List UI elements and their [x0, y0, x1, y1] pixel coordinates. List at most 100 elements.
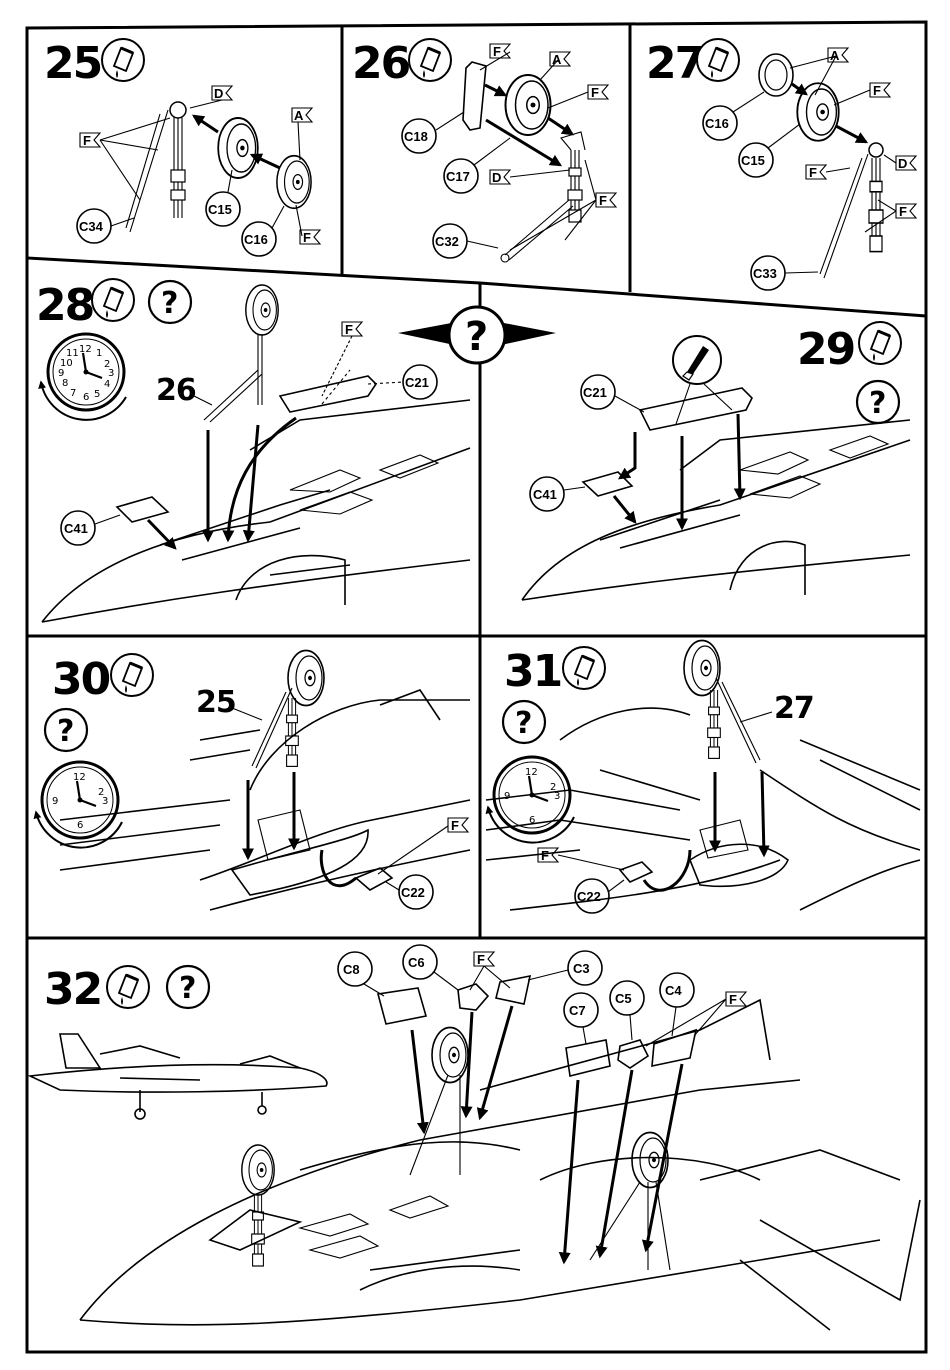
- step-number: 32: [44, 964, 101, 1015]
- svg-text:C21: C21: [583, 385, 607, 400]
- svg-text:F: F: [303, 230, 311, 245]
- flag-a: A: [828, 48, 848, 63]
- svg-text:?: ?: [179, 971, 196, 1006]
- step-25: 25 D A F F C34 C15 C16: [44, 38, 320, 256]
- question-icon: ?: [149, 281, 191, 323]
- tire-c16: [759, 54, 793, 96]
- svg-text:C3: C3: [573, 961, 590, 976]
- svg-text:F: F: [591, 85, 599, 100]
- part-label-c32: C32: [433, 224, 498, 258]
- flag-f: F: [870, 83, 890, 98]
- svg-text:3: 3: [102, 796, 108, 807]
- svg-text:A: A: [830, 48, 840, 63]
- svg-text:C33: C33: [753, 266, 777, 281]
- svg-text:F: F: [493, 44, 501, 59]
- svg-text:12: 12: [73, 772, 86, 783]
- door-c22: [356, 868, 392, 890]
- flag-f: F: [726, 992, 746, 1007]
- svg-text:C16: C16: [244, 232, 268, 247]
- panel-frames: [27, 22, 926, 1352]
- flag-f: F: [596, 193, 616, 208]
- gear-strut: [820, 143, 883, 278]
- flag-f: F: [448, 818, 468, 833]
- door-c4: [652, 1030, 696, 1066]
- svg-text:9: 9: [58, 368, 64, 379]
- question-icon: ?: [45, 709, 87, 751]
- door-c21: [640, 388, 752, 430]
- svg-text:C4: C4: [665, 983, 682, 998]
- part-label-c21: C21: [581, 375, 644, 412]
- svg-text:F: F: [83, 133, 91, 148]
- svg-text:F: F: [899, 204, 907, 219]
- gear-assembly-nose: [242, 1145, 274, 1266]
- svg-text:?: ?: [515, 706, 532, 741]
- svg-text:F: F: [451, 818, 459, 833]
- svg-text:5: 5: [94, 389, 100, 400]
- paint-bottle-icon: [92, 279, 134, 321]
- svg-text:12: 12: [79, 344, 92, 355]
- svg-text:C15: C15: [208, 202, 232, 217]
- svg-text:C22: C22: [577, 889, 601, 904]
- svg-text:C17: C17: [446, 169, 470, 184]
- step-number: 28: [36, 280, 93, 331]
- subassembly-gear: [252, 651, 324, 769]
- part-label-c21: C21: [403, 365, 437, 399]
- door-c8: [378, 988, 426, 1024]
- svg-text:C32: C32: [435, 234, 459, 249]
- knife-icon: [673, 336, 721, 384]
- svg-text:C8: C8: [343, 962, 360, 977]
- flag-f: F: [896, 204, 916, 219]
- flag-f: F: [474, 952, 494, 967]
- svg-text:F: F: [873, 83, 881, 98]
- paint-bottle-icon: [563, 647, 605, 689]
- svg-text:?: ?: [869, 386, 886, 421]
- subassembly-gear: [684, 641, 760, 764]
- step-30: 30 ? 12 2 3 6 9 25 F C22: [36, 651, 470, 911]
- gear-assembly-main-left: [410, 1028, 468, 1176]
- svg-text:?: ?: [57, 714, 74, 749]
- door-c41: [117, 497, 168, 522]
- part-label-c33: C33: [751, 256, 818, 290]
- svg-text:F: F: [729, 992, 737, 1007]
- flag-f: F: [538, 848, 558, 863]
- svg-text:F: F: [599, 193, 607, 208]
- svg-text:4: 4: [104, 379, 110, 390]
- flag-f: F: [300, 230, 320, 245]
- divider-question: ?: [398, 307, 556, 363]
- svg-text:F: F: [477, 952, 485, 967]
- svg-text:A: A: [294, 108, 304, 123]
- svg-text:C41: C41: [64, 521, 88, 536]
- clock-icon: 12 2 3 6 9: [488, 757, 574, 843]
- flag-d: D: [490, 170, 510, 185]
- svg-text:C5: C5: [615, 991, 632, 1006]
- flag-f: F: [588, 85, 608, 100]
- aircraft-side-view: [30, 1034, 327, 1119]
- paint-bottle-icon: [859, 322, 901, 364]
- svg-text:C34: C34: [79, 219, 104, 234]
- svg-text:12: 12: [525, 767, 538, 778]
- part-label-c22: C22: [575, 879, 624, 913]
- wheel-a: [506, 75, 551, 135]
- door-c22: [620, 862, 652, 882]
- step-number: 29: [797, 324, 854, 375]
- step-31: 31 ? 12 2 3 6 9 27 F C22: [486, 641, 920, 914]
- part-label-c34: C34: [77, 209, 134, 243]
- part-label-c4: C4: [660, 973, 694, 1036]
- paint-bottle-icon: [107, 966, 149, 1008]
- svg-text:7: 7: [70, 388, 76, 399]
- svg-text:D: D: [492, 170, 501, 185]
- part-label-c41: C41: [61, 511, 120, 545]
- clock-icon: 12 2 3 6 9: [36, 762, 122, 848]
- part-label-c16: C16: [703, 92, 764, 140]
- subassembly-ref: 25: [196, 685, 236, 720]
- paint-bottle-icon: [102, 39, 144, 81]
- part-label-c16: C16: [242, 206, 284, 256]
- svg-text:10: 10: [60, 358, 73, 369]
- svg-text:3: 3: [108, 368, 114, 379]
- svg-text:D: D: [214, 86, 223, 101]
- gear-bay: [690, 844, 788, 886]
- svg-text:3: 3: [554, 791, 560, 802]
- flag-d: D: [896, 156, 916, 171]
- part-label-c5: C5: [610, 981, 644, 1040]
